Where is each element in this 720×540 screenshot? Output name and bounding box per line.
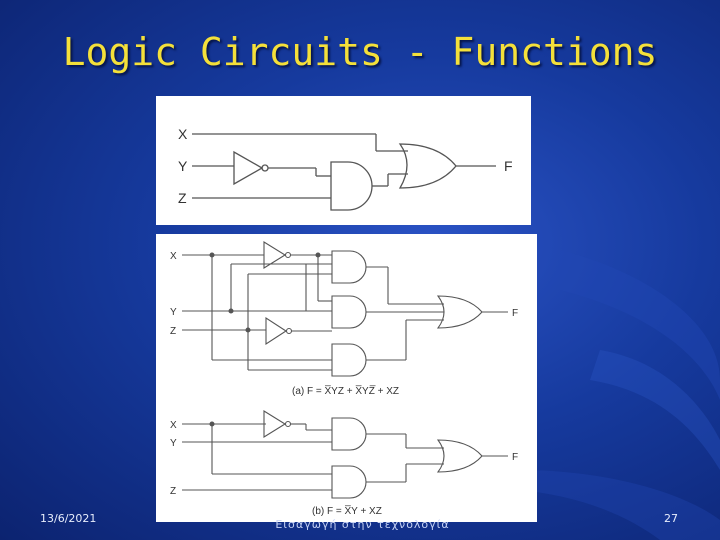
label-x: X [178, 126, 188, 142]
and-gate-a1 [331, 250, 367, 284]
circuit-panel-top: X Y Z F [156, 96, 531, 225]
label-a-z: Z [170, 326, 176, 337]
label-a-f: F [512, 308, 518, 319]
or-gate-a [436, 295, 483, 329]
and-gate-a3 [331, 343, 367, 377]
not-gate [233, 150, 264, 186]
label-b-f: F [512, 452, 518, 463]
label-a-x: X [170, 251, 177, 262]
and-gate-a2 [331, 295, 367, 329]
and-gate-b1 [331, 417, 367, 451]
slide-title: Logic Circuits - Functions [62, 30, 658, 74]
footer-date: 13/6/2021 [40, 512, 97, 525]
label-b-x: X [170, 420, 177, 431]
circuit-panel-bottom: X Y Z F (a) F = X̅YZ + X̅YZ̅ + XZ X Y Z … [156, 234, 537, 522]
caption-a: (a) F = X̅YZ + X̅YZ̅ + XZ [292, 385, 399, 397]
label-y: Y [178, 158, 188, 174]
and-gate-b2 [331, 465, 367, 499]
footer-center-text: Εισαγωγή στην τεχνολογία [275, 518, 450, 531]
label-b-y: Y [170, 438, 177, 449]
or-gate-b [436, 439, 483, 473]
label-a-y: Y [170, 307, 177, 318]
and-gate [330, 161, 373, 211]
not-gate-a2 [265, 316, 288, 346]
caption-b: (b) F = X̅Y + XZ [312, 505, 382, 517]
page-number: 27 [664, 512, 678, 525]
circuit-diagram-ab: X Y Z F (a) F = X̅YZ + X̅YZ̅ + XZ X Y Z … [170, 241, 518, 517]
label-z: Z [178, 190, 187, 206]
label-b-z: Z [170, 486, 176, 497]
or-gate [398, 143, 457, 189]
not-gate-a1 [263, 241, 287, 269]
circuit-diagram-top: X Y Z F [178, 126, 513, 211]
label-f: F [504, 158, 513, 174]
not-gate-b1 [263, 410, 287, 438]
